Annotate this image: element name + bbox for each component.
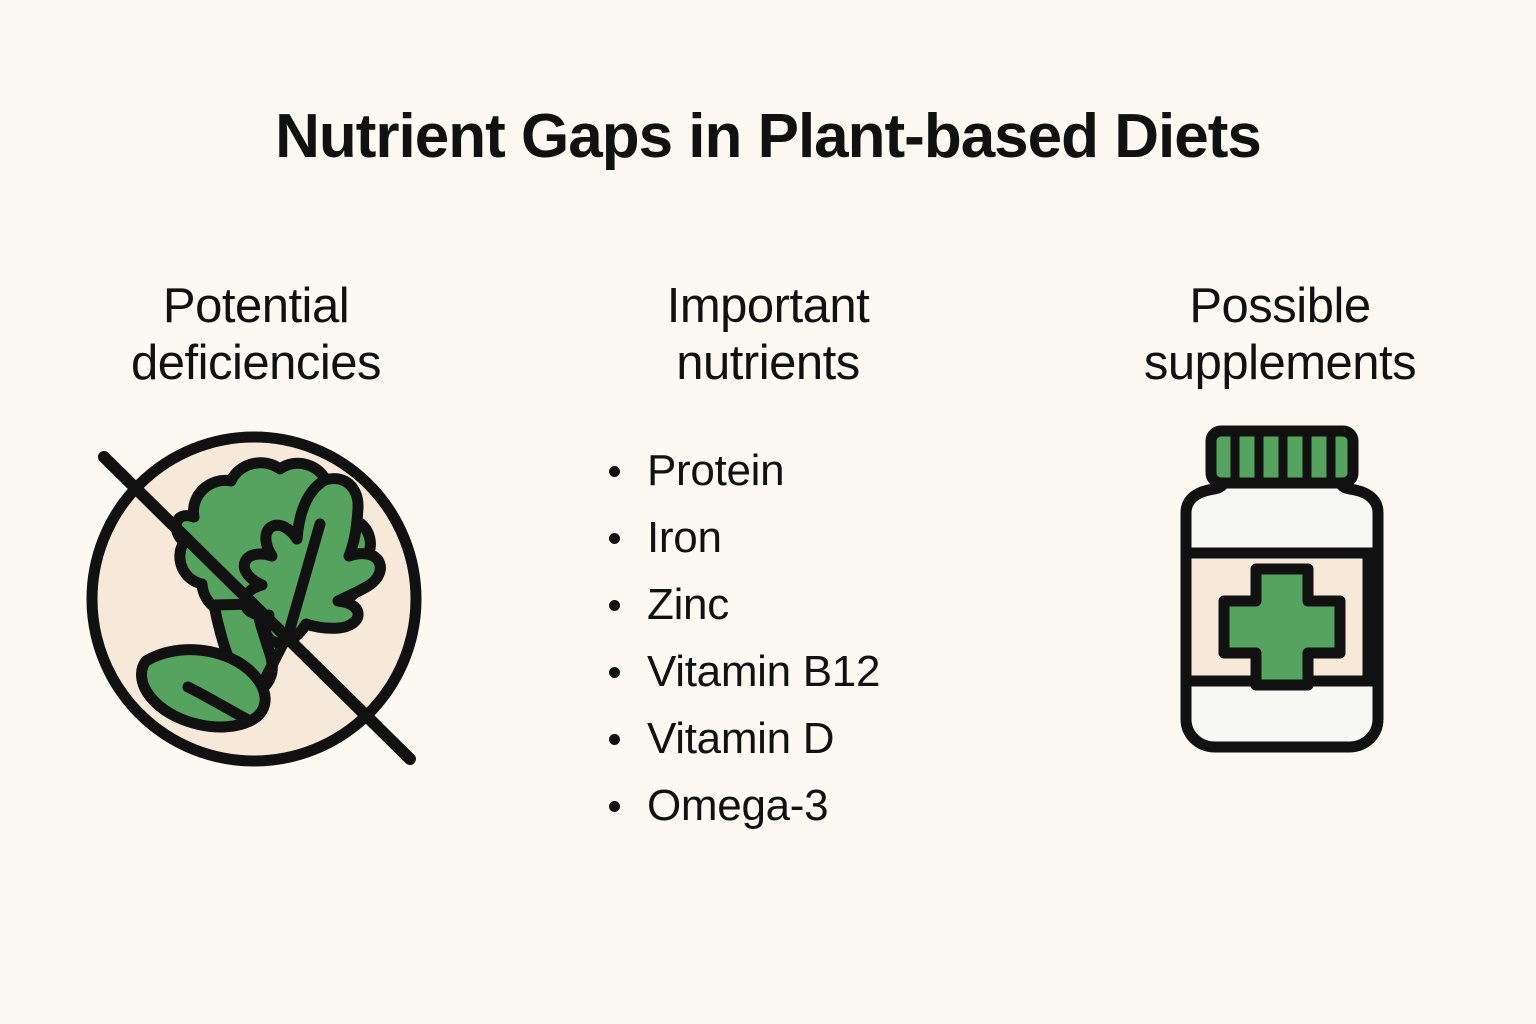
list-item-label: Protein [647,445,785,495]
supplement-bottle-icon-wrap [1156,419,1408,759]
list-item-label: Iron [647,512,722,562]
list-item-label: Vitamin B12 [647,646,881,696]
bullet-dot-icon [609,532,620,544]
list-item: Iron [601,504,941,571]
list-item: Zinc [601,571,941,638]
bullet-dot-icon [609,733,620,745]
column-possible-supplements: Possible supplements [1024,278,1536,898]
bullet-dot-icon [609,800,620,812]
column-heading-potential-deficiencies: Potential deficiencies [130,279,382,391]
supplement-bottle-icon [1180,425,1384,753]
column-potential-deficiencies: Potential deficiencies [0,278,512,898]
nutrients-list: Protein Iron Zinc Vitamin B12 Vitamin D [601,437,941,839]
page-title: Nutrient Gaps in Plant-based Diets [275,102,1262,171]
column-heading-important-nutrients: Important nutrients [666,279,870,391]
no-vegetables-icon [86,431,422,767]
list-item-label: Omega-3 [647,780,829,830]
columns-container: Potential deficiencies [0,278,1536,898]
list-item: Omega-3 [601,772,941,839]
no-vegetables-icon-wrap [82,417,422,767]
list-item-label: Zinc [647,579,729,629]
column-important-nutrients: Important nutrients Protein Iron Zinc Vi… [512,278,1024,898]
column-heading-possible-supplements: Possible supplements [1143,279,1417,391]
bullet-dot-icon [609,599,620,611]
bullet-dot-icon [609,465,620,477]
list-item: Vitamin D [601,705,941,772]
list-item: Vitamin B12 [601,638,941,705]
list-item-label: Vitamin D [647,713,835,763]
bullet-dot-icon [609,666,620,678]
list-item: Protein [601,437,941,504]
